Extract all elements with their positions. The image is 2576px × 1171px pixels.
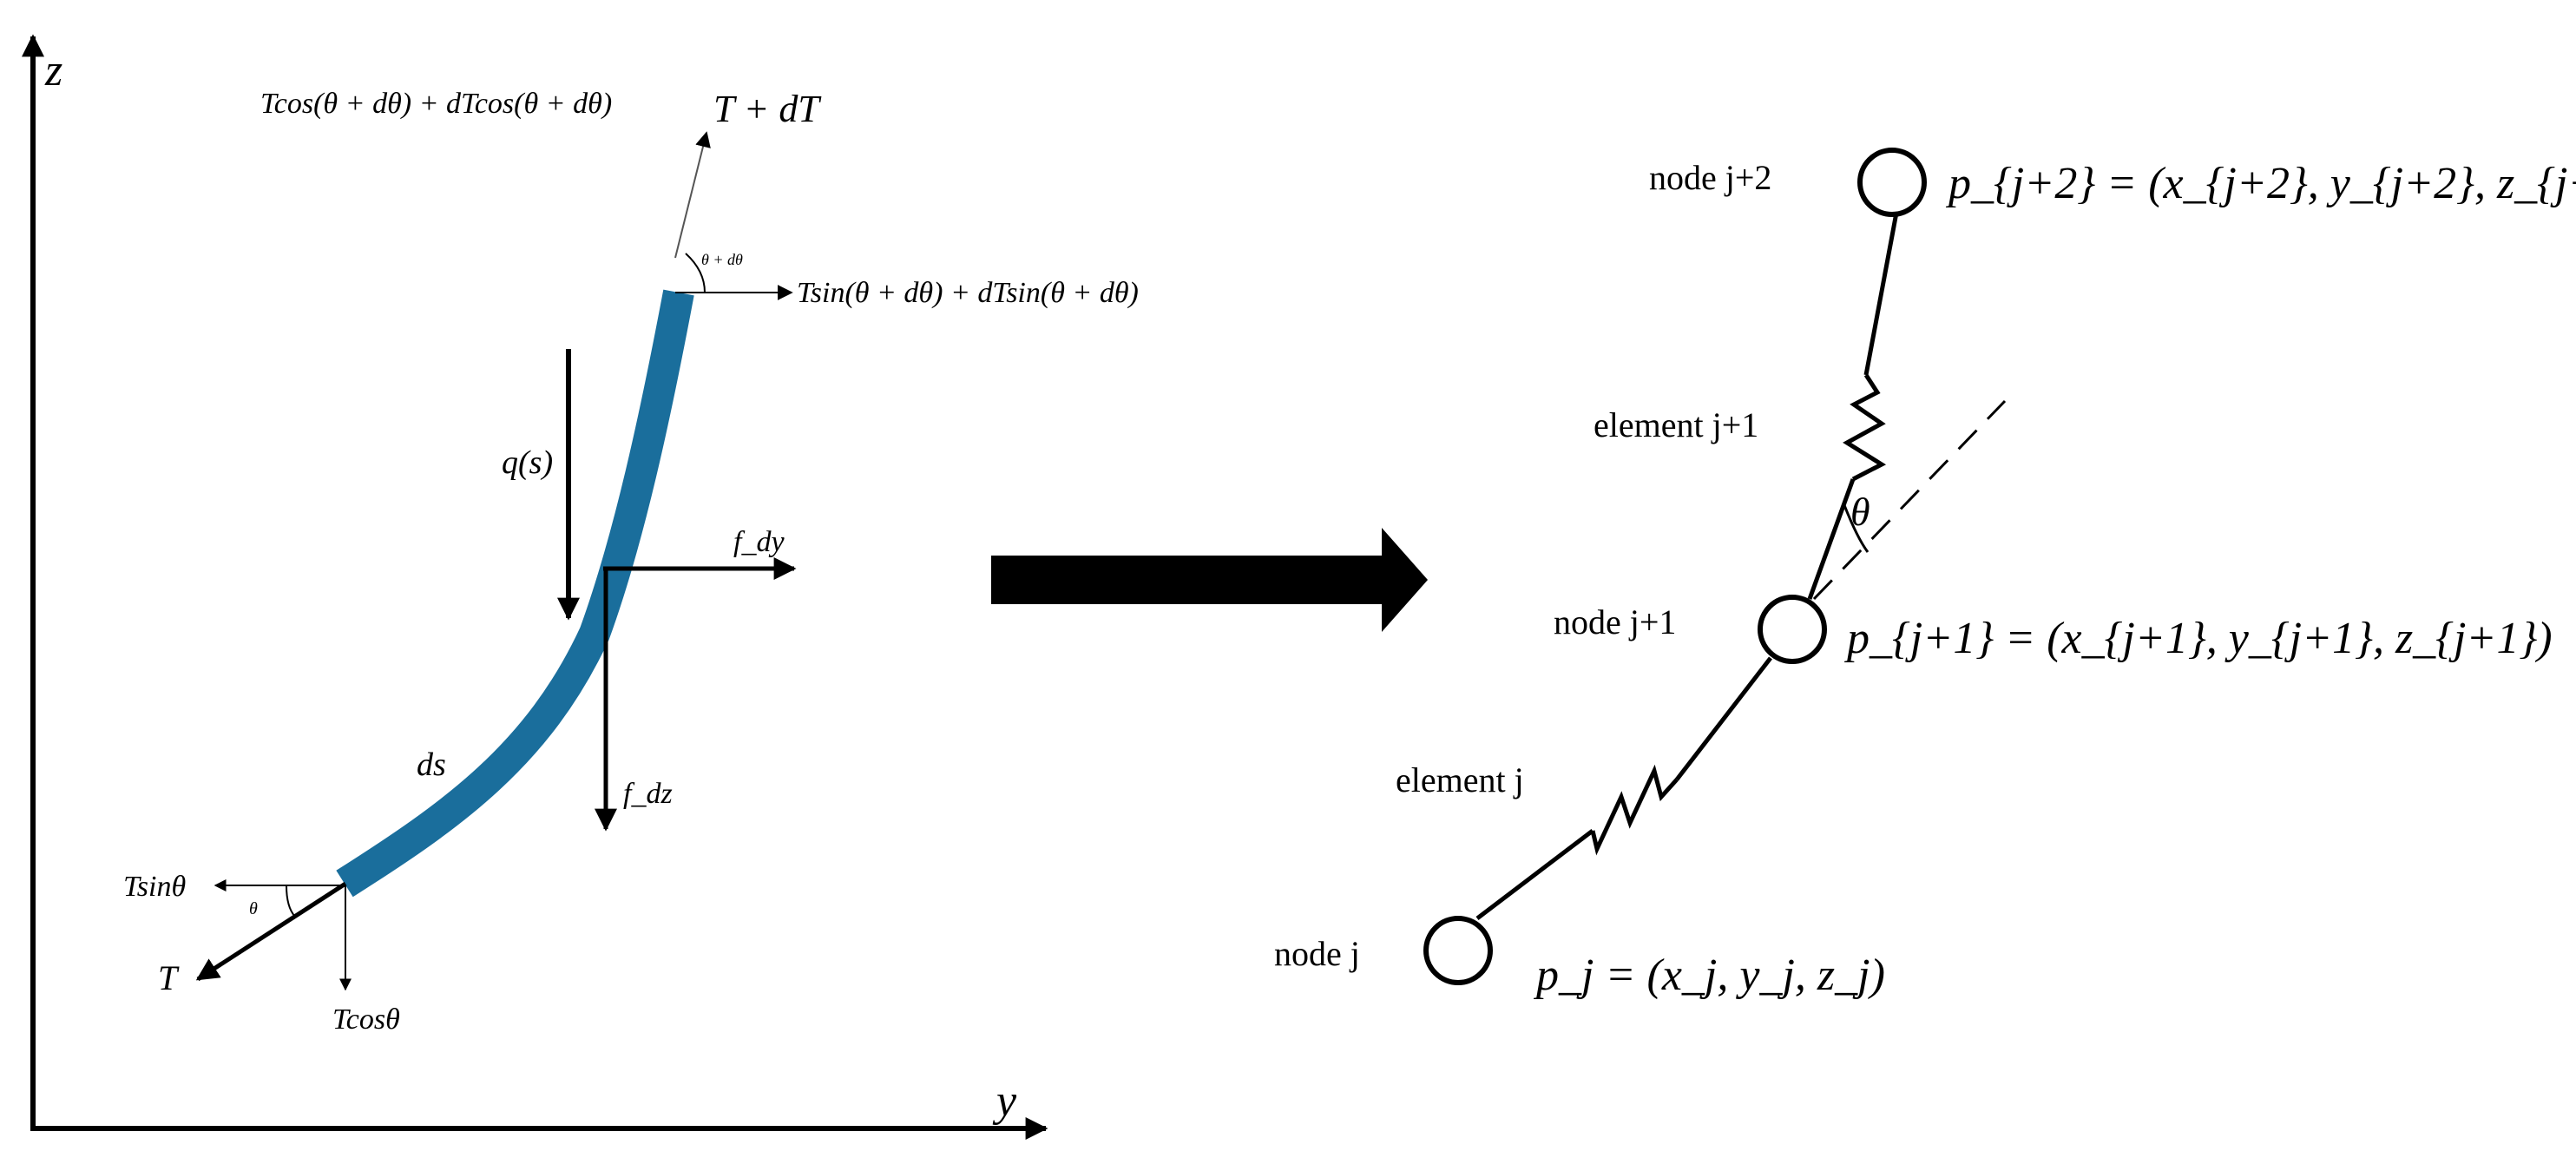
bend-angle-arc — [1843, 504, 1870, 553]
angle-bottom-arc — [286, 885, 296, 918]
node-j2-label: node j+2 — [1649, 158, 1771, 197]
horizontal-component-bottom-label: Tsinθ — [123, 871, 186, 903]
element-j-label: element j — [1396, 760, 1524, 799]
lumped-mass-model: θ node j+2 node j+1 node j element j+1 e… — [1274, 148, 2576, 1000]
angle-bottom-label: θ — [249, 899, 258, 918]
z-axis-label: z — [44, 46, 62, 95]
node-j-circle — [1423, 916, 1493, 985]
element-j-spring — [1590, 764, 1679, 856]
bend-angle-label: θ — [1850, 490, 1870, 534]
tension-top-label: T + dT — [713, 88, 822, 130]
drag-force-z-label: f_dz — [623, 778, 673, 810]
link-spring-to-node-j2 — [1863, 212, 1899, 376]
node-j1-circle — [1758, 595, 1827, 664]
link-spring-to-node-j1 — [1675, 656, 1772, 781]
distributed-load-label: q(s) — [502, 444, 553, 481]
link-node-j1-to-spring — [1807, 478, 1856, 600]
vertical-component-bottom-label: Tcosθ — [332, 1003, 400, 1036]
horizontal-component-top-label: Tsin(θ + dθ) + dTsin(θ + dθ) — [797, 277, 1139, 309]
tension-top-arrow — [674, 131, 711, 259]
node-j2-circle — [1857, 148, 1927, 217]
tension-bottom-arrow — [195, 881, 347, 982]
node-j-label: node j — [1274, 934, 1360, 973]
vertical-component-top-label: Tcos(θ + dθ) + dTcos(θ + dθ) — [260, 88, 612, 120]
drag-force-y-label: f_dy — [733, 526, 785, 558]
cable-free-body: z y T + dT Tcos(θ + dθ) + dTcos(θ + dθ) … — [22, 34, 1139, 1140]
element-j1-label: element j+1 — [1594, 405, 1758, 444]
y-axis-label: y — [992, 1076, 1017, 1126]
node-j1-label: node j+1 — [1554, 602, 1676, 641]
angle-top-arc — [685, 253, 706, 293]
transition-arrow — [991, 528, 1428, 632]
link-j-to-spring — [1475, 829, 1594, 920]
node-j-position: p_j = (x_j, y_j, z_j) — [1533, 951, 1885, 1000]
cable-segment — [336, 289, 694, 898]
element-j1-spring — [1843, 373, 1887, 482]
node-j2-position: p_{j+2} = (x_{j+2}, y_{j+2}, z_{j+2}) — [1945, 159, 2576, 208]
extension-line — [1812, 399, 2007, 601]
angle-top-label: θ + dθ — [701, 251, 743, 268]
node-j1-position: p_{j+1} = (x_{j+1}, y_{j+1}, z_{j+1}) — [1843, 614, 2553, 663]
tension-bottom-label: T — [158, 958, 180, 997]
segment-length-label: ds — [417, 747, 446, 783]
